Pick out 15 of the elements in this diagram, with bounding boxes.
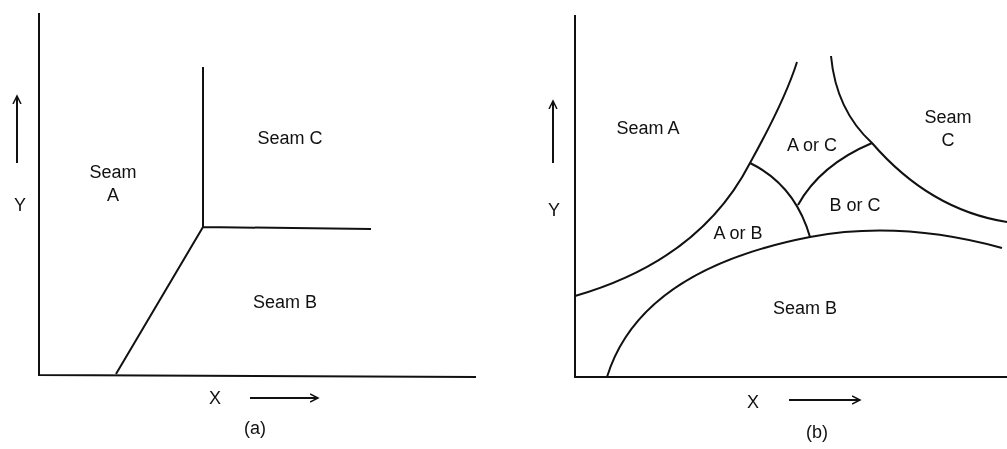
region-label: (b) [806,420,828,444]
region-label: Seam C [257,126,323,150]
region-label: B or C [829,193,881,217]
region-label: (a) [244,416,266,440]
region-label: Seam C [923,105,973,151]
region-label: Seam B [773,296,837,320]
region-label: Seam A [88,160,138,206]
region-label: Y [14,193,26,217]
region-label: Y [548,198,560,222]
region-label: Seam A [616,116,680,140]
region-label: X [209,386,221,410]
region-label: A or B [713,221,763,245]
region-label: A or C [787,133,837,157]
region-label: X [747,390,759,414]
region-label: Seam B [253,290,317,314]
